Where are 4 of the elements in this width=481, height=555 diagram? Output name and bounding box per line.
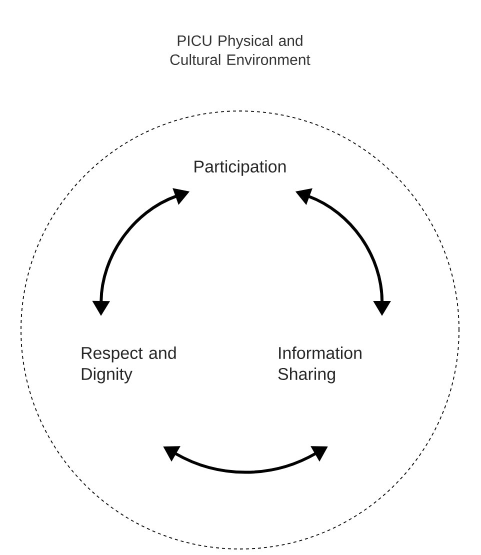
- node-label: Information Sharing: [278, 346, 362, 384]
- node-label: Participation: [194, 160, 286, 176]
- node-label: Respect and Dignity: [82, 346, 176, 384]
- circle-heading: PICU Physical and Cultural Environment: [170, 35, 310, 65]
